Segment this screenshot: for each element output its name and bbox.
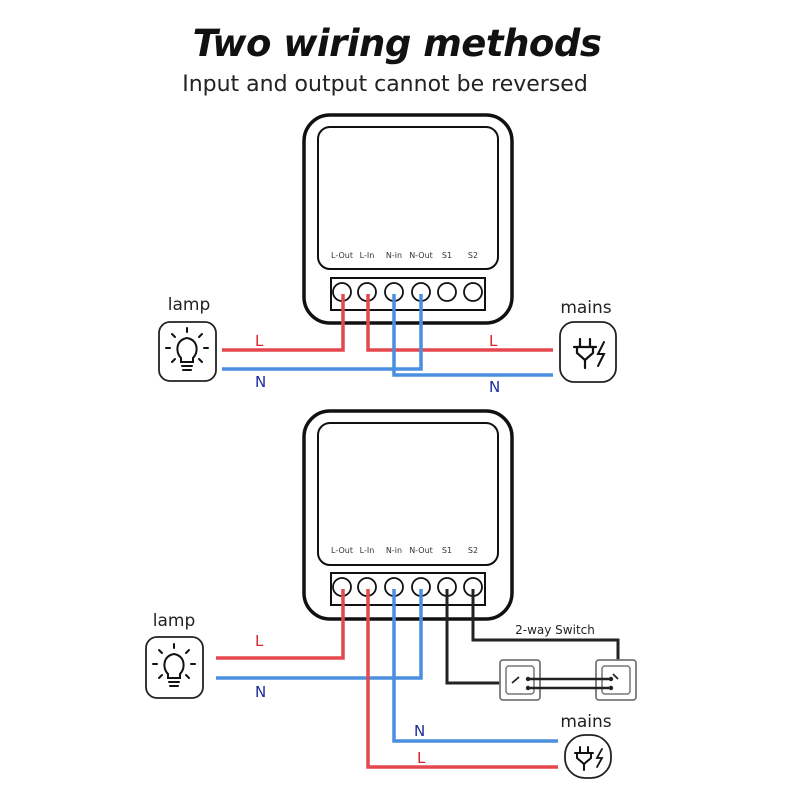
terminal-label-s2: S2 [468, 546, 478, 555]
wire-lamp-neutral [216, 589, 423, 680]
terminal-label-l-out: L-Out [331, 251, 353, 260]
lamp-neutral-label: N [255, 683, 266, 701]
terminal-label-n-out: N-Out [409, 546, 433, 555]
terminal-label-s1: S1 [442, 251, 452, 260]
mains-neutral-label: N [414, 722, 425, 740]
mains-neutral-label: N [489, 378, 500, 396]
lamp-label: lamp [153, 611, 196, 631]
lamp-live-label: L [255, 632, 264, 650]
lamp-label: lamp [168, 295, 211, 315]
mains-label: mains [560, 298, 611, 318]
plug-icon [564, 734, 612, 779]
terminal-label-l-out: L-Out [331, 546, 353, 555]
relay-module-2: L-Out L-In N-in N-Out S1 S2 [302, 409, 514, 621]
wire-lamp-live [222, 294, 345, 352]
terminal-label-s2: S2 [468, 251, 478, 260]
wire-mains-neutral [392, 294, 553, 377]
mains-live-label: L [417, 749, 426, 767]
lamp-neutral-label: N [255, 373, 266, 391]
wire-mains-live [366, 589, 558, 769]
terminal-label-s1: S1 [442, 546, 452, 555]
mains-live-label: L [489, 332, 498, 350]
terminal-label-n-out: N-Out [409, 251, 433, 260]
terminal-label-n-in: N-in [386, 251, 402, 260]
terminal-label-l-in: L-In [360, 546, 375, 555]
diagram-2: L-Out L-In N-in N-Out S1 S2 [145, 409, 637, 779]
terminal-label-n-in: N-in [386, 546, 402, 555]
switch-traveler-wires [528, 677, 611, 690]
terminal-s2 [463, 282, 483, 302]
wire-lamp-live [216, 589, 345, 660]
mains-label: mains [560, 712, 611, 732]
lamp-live-label: L [255, 332, 264, 350]
switch-label: 2-way Switch [515, 623, 595, 637]
plug-icon [559, 321, 617, 383]
lamp-icon [158, 321, 217, 382]
page-subtitle: Input and output cannot be reversed [182, 72, 588, 97]
terminal-label-l-in: L-In [360, 251, 375, 260]
relay-module-1: L-Out L-In N-in N-Out S1 S2 [302, 113, 514, 325]
page-title: Two wiring methods [192, 22, 602, 65]
lamp-icon [145, 636, 204, 699]
wire-mains-live [366, 294, 553, 352]
diagram-1: L-Out L-In N-in N-Out S1 S2 [158, 113, 617, 396]
wire-s1 [445, 589, 512, 685]
terminal-s1 [437, 282, 457, 302]
wire-lamp-neutral [222, 294, 423, 371]
wire-mains-neutral [392, 589, 558, 743]
